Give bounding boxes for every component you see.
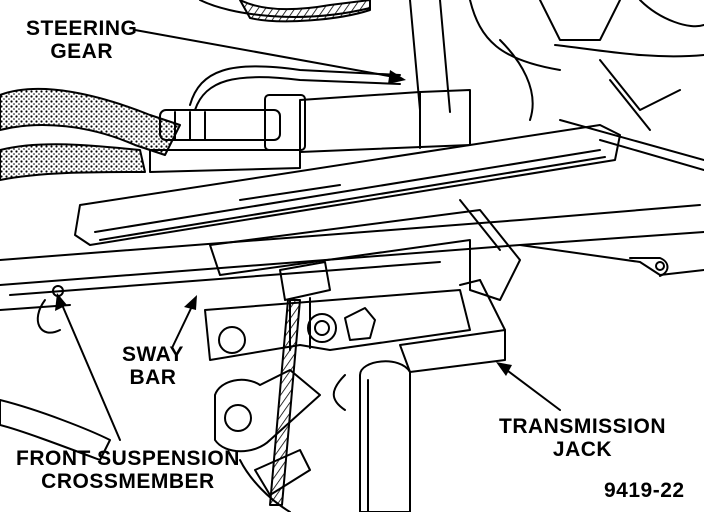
front-suspension-crossmember: [0, 204, 704, 334]
sway-bar-label-line1: SWAY: [122, 343, 184, 366]
threaded-rod: [269, 299, 301, 506]
steering-gear-label-line2: GEAR: [50, 40, 114, 63]
sway-bar-label: SWAY BAR: [122, 343, 184, 389]
sway-bar-label-line2: BAR: [129, 366, 177, 389]
mount-bracket: [204, 199, 521, 361]
sway-bar: [74, 124, 621, 246]
arrowhead-sway: [184, 295, 197, 310]
transmission-jack-label: TRANSMISSION JACK: [499, 415, 666, 461]
figure-number: 9419-22: [604, 479, 685, 502]
hose-top-coil: [239, 0, 371, 23]
front-suspension-crossmember-label: FRONT SUSPENSION CROSSMEMBER: [16, 447, 240, 493]
arrowhead-crossmember: [55, 293, 67, 311]
hose-lower: [0, 143, 146, 181]
transmission-jack: [332, 279, 506, 512]
arrowhead-steering: [388, 70, 406, 84]
transmission-jack-label-line1: TRANSMISSION: [499, 415, 667, 438]
steering-gear-label-line1: STEERING: [26, 17, 138, 40]
leader-lines: [59, 29, 561, 441]
fluid-line: [189, 65, 401, 106]
steering-gear-label: STEERING GEAR: [26, 17, 137, 63]
steering-gear: [149, 89, 471, 173]
crossmember-label-line1: FRONT SUSPENSION: [16, 447, 240, 470]
transmission-jack-label-line2: JACK: [552, 438, 613, 461]
arrowhead-jack: [496, 362, 512, 376]
background-structure: [199, 0, 704, 171]
crossmember-label-line2: CROSSMEMBER: [41, 470, 215, 493]
